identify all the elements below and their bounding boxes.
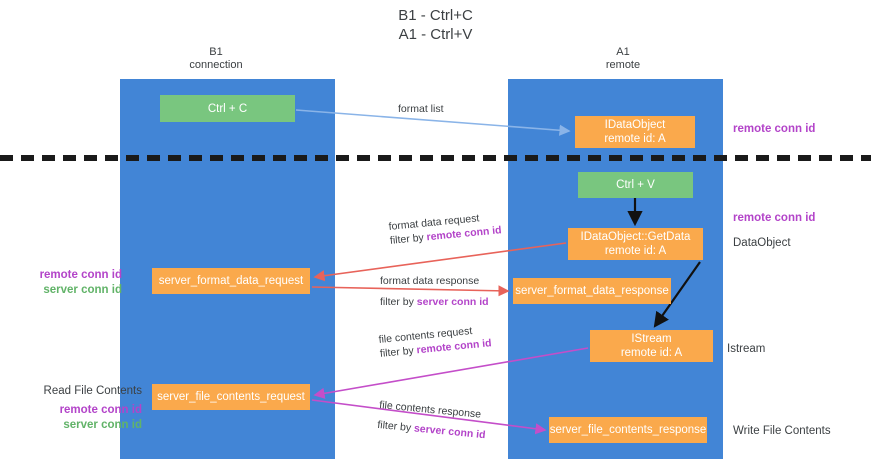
flow-fdreq-filter-prefix: filter by: [389, 231, 428, 247]
page-title: B1 - Ctrl+C A1 - Ctrl+V: [0, 6, 871, 44]
flow-fcreq-filter-prefix: filter by: [379, 344, 418, 360]
phase-divider: [0, 155, 871, 161]
column-header-b1: B1 connection: [160, 46, 272, 72]
column-header-a1-role: remote: [605, 59, 641, 71]
column-header-a1: A1 remote: [558, 46, 688, 72]
arrow-file-contents-request: [313, 347, 589, 399]
node-getdata-line2: remote id: A: [604, 245, 667, 257]
node-server-format-data-request[interactable]: server_format_data_request: [152, 268, 310, 294]
arrow-format-list: [295, 109, 571, 136]
node-server-file-contents-request[interactable]: server_file_contents_request: [152, 384, 310, 410]
flow-label-format-list: format list: [398, 102, 444, 116]
node-istream[interactable]: IStream remote id: A: [590, 330, 713, 362]
side-label-server-conn-id-left-mid: server conn id: [43, 284, 122, 296]
side-label-remote-conn-id-top: remote conn id: [733, 123, 816, 135]
flow-fdresp-filter-key: server conn id: [416, 296, 489, 308]
flow-format-data-response-text: format data response: [380, 275, 480, 287]
node-getdata-line1: IDataObject::GetData: [580, 231, 691, 243]
node-idataobject-line2: remote id: A: [604, 133, 666, 145]
flow-label-format-data-response: format data response filter by server co…: [380, 274, 489, 309]
flow-format-list-text: format list: [398, 103, 444, 115]
flow-fdresp-filter-prefix: filter by: [380, 296, 417, 308]
node-istream-line1: IStream: [631, 333, 672, 345]
arrow-format-data-response: [311, 285, 510, 297]
node-ctrl-v[interactable]: Ctrl + V: [578, 172, 693, 198]
node-server-format-data-request-label: server_format_data_request: [158, 275, 304, 287]
node-idataobject-line1: IDataObject: [604, 119, 666, 131]
side-label-istream: Istream: [727, 343, 766, 355]
node-server-format-data-response-label: server_format_data_response: [515, 285, 669, 297]
node-idataobject[interactable]: IDataObject remote id: A: [575, 116, 695, 148]
side-label-remote-conn-id-left-bot: remote conn id: [59, 404, 142, 416]
arrow-file-contents-response: [311, 399, 547, 435]
side-label-dataobject: DataObject: [733, 237, 791, 249]
flow-fcresp-filter-prefix: filter by: [376, 418, 415, 435]
side-label-conn-ids-mid: remote conn id server conn id: [22, 268, 122, 298]
side-label-remote-conn-id-left-mid: remote conn id: [39, 269, 122, 281]
node-ctrl-c[interactable]: Ctrl + C: [160, 95, 295, 122]
side-label-write-file-contents: Write File Contents: [733, 425, 831, 437]
node-istream-line2: remote id: A: [620, 347, 683, 359]
node-server-file-contents-request-label: server_file_contents_request: [157, 391, 305, 403]
column-header-b1-name: B1: [209, 46, 223, 58]
arrow-getdata-istream: [653, 261, 701, 328]
node-server-file-contents-response[interactable]: server_file_contents_response: [549, 417, 707, 443]
node-server-file-contents-response-label: server_file_contents_response: [549, 424, 707, 436]
side-label-read-file-contents: Read File Contents: [43, 385, 142, 397]
side-label-remote-conn-id-mid: remote conn id: [733, 212, 816, 224]
flow-format-data-response-filter: filter by server conn id: [380, 295, 489, 309]
node-idataobject-getdata[interactable]: IDataObject::GetData remote id: A: [568, 228, 703, 260]
title-line-2: A1 - Ctrl+V: [398, 26, 473, 43]
node-ctrl-c-label: Ctrl + C: [207, 102, 248, 115]
side-label-server-conn-id-left-bot: server conn id: [63, 419, 142, 431]
node-ctrl-v-label: Ctrl + V: [616, 179, 655, 191]
column-header-b1-role: connection: [189, 59, 243, 71]
column-header-a1-name: A1: [616, 46, 630, 58]
title-line-1: B1 - Ctrl+C: [398, 7, 473, 24]
arrow-format-data-request: [313, 242, 567, 282]
side-label-read-file-contents-group: Read File Contents remote conn id server…: [22, 384, 142, 433]
node-server-format-data-response[interactable]: server_format_data_response: [513, 278, 671, 304]
